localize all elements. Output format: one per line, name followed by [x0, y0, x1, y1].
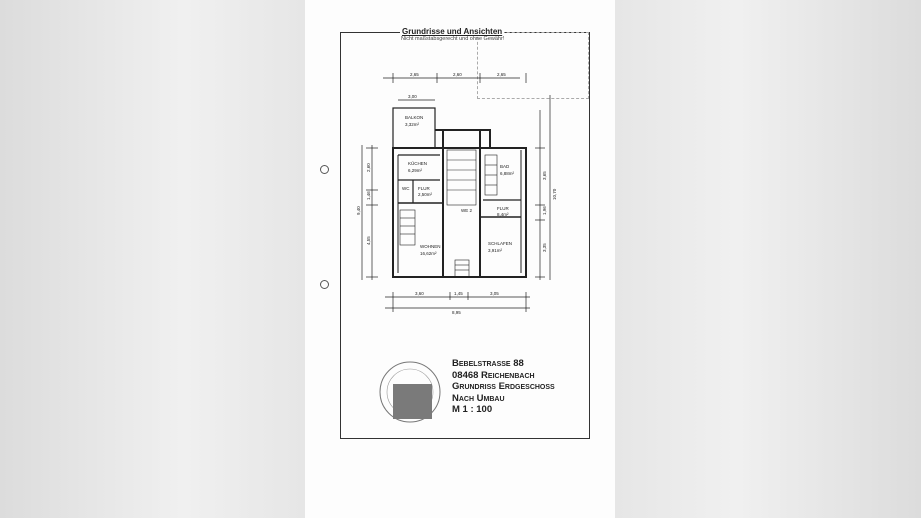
- dim-left-1: 2,60: [366, 163, 371, 172]
- dim-left-total: 9,40: [356, 206, 361, 215]
- dim-right-3: 3,35: [542, 243, 547, 252]
- room-flur1-name: FLUR: [418, 186, 431, 191]
- document-page: Grundrisse und Ansichten Nicht maßstabsg…: [305, 0, 615, 518]
- room-balkon-name: BALKON: [405, 115, 423, 120]
- room-schlafen-area: 3,91m²: [488, 248, 503, 253]
- staircase: [399, 149, 498, 278]
- dim-balkon: 3,00: [408, 94, 417, 99]
- room-wohnen-name: WOHNEN: [420, 244, 441, 249]
- plan-info-block: Bebelstrasse 88 08468 Reichenbach Grundr…: [452, 358, 555, 416]
- punch-hole: [320, 165, 329, 174]
- document-title: Grundrisse und Ansichten: [400, 27, 505, 36]
- plan-state: Nach Umbau: [452, 392, 505, 404]
- dim-left-3: 4,55: [366, 236, 371, 245]
- room-schlafen-name: SCHLAFEN: [488, 241, 512, 246]
- address-line1: Bebelstrasse 88: [452, 358, 524, 369]
- dim-top-1: 2,65: [410, 72, 419, 77]
- room-bad-name: BAD: [500, 164, 510, 169]
- punch-hole: [320, 280, 329, 289]
- room-flur2-area: 8,4m²: [497, 212, 509, 217]
- plan-name: Grundriss Erdgeschoss: [452, 381, 555, 392]
- official-stamp: [379, 361, 441, 423]
- signature-redaction: [393, 384, 432, 419]
- walls: [392, 107, 527, 278]
- plan-scale: M 1 : 100: [452, 404, 493, 415]
- dim-left-2: 1,46: [366, 191, 371, 200]
- room-kuechen-area: 6,29m²: [408, 168, 423, 173]
- room-wohnen-area: 16,62m²: [420, 251, 437, 256]
- room-flur2-name: FLUR: [497, 206, 510, 211]
- room-kuechen-name: KÜCHEN: [408, 160, 427, 166]
- dim-top-3: 2,65: [497, 72, 506, 77]
- room-labels: BALKON 3,32m² KÜCHEN 6,29m² WC FLUR 2,50…: [402, 115, 515, 256]
- document-subtitle: Nicht maßstabsgerecht und ohne Gewähr!: [401, 36, 505, 42]
- dim-right-2: 1,96: [542, 206, 547, 215]
- dim-right-1: 3,65: [542, 171, 547, 180]
- background-left: [0, 0, 305, 518]
- dim-right-total: 10,70: [552, 188, 557, 200]
- room-balkon-area: 3,32m²: [405, 122, 420, 127]
- address-line2: 08468 Reichenbach: [452, 369, 535, 381]
- dim-top-2: 2,60: [453, 72, 462, 77]
- dim-bottom-3: 3,05: [490, 291, 499, 296]
- room-flur1-area: 2,50m²: [418, 192, 433, 197]
- dim-bottom-2: 1,45: [454, 291, 463, 296]
- room-wc-name: WC: [402, 186, 410, 191]
- background-right: [615, 0, 921, 518]
- room-bad-area: 6,88m²: [500, 171, 515, 176]
- dim-bottom-1: 3,60: [415, 291, 424, 296]
- stair-label: WE 2: [461, 208, 472, 213]
- dimension-labels: 2,65 2,60 2,65 3,00 3,60 1,45 3,05 8,95 …: [356, 72, 557, 315]
- notes-box: [477, 32, 589, 99]
- dim-bottom-total: 8,95: [452, 310, 461, 315]
- dimension-lines: [361, 73, 551, 312]
